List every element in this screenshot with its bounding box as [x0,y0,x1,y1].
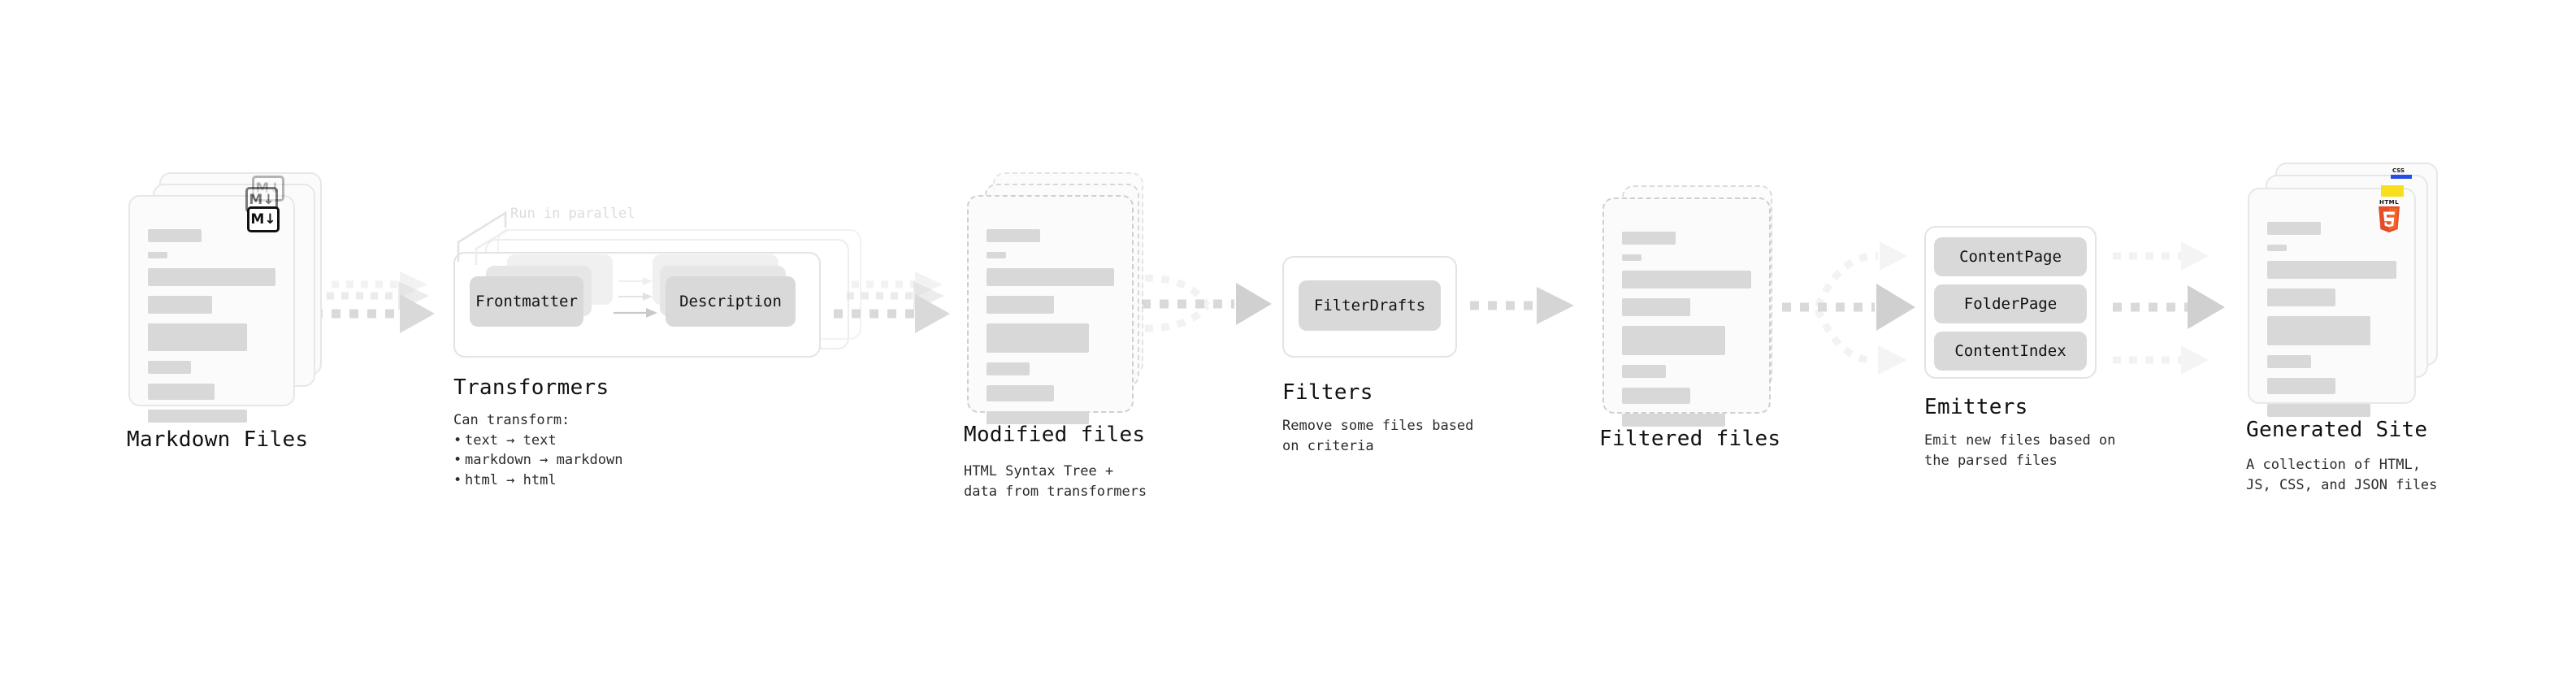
stage-title-transformers: Transformers [453,375,609,400]
html5-icon: HTML [2377,199,2401,232]
skeleton-bars [2267,222,2396,427]
markdown-icon: M↓ [247,206,280,232]
skeleton-bar [1622,414,1726,427]
transformer-chip-description[interactable]: Description [666,276,796,327]
arrow-filtered-to-emitters [1782,241,1915,375]
skeleton-bar [987,323,1089,353]
skeleton-bar [1622,271,1751,288]
stage-subtitle-emitters: Emit new files based on the parsed files [1924,432,2116,469]
modified-file-card-front [967,195,1134,424]
skeleton-bar [987,411,1089,424]
skeleton-bar [2267,288,2336,306]
skeleton-bar [987,252,1006,258]
js-icon [2381,185,2404,197]
emitter-chip-contentindex[interactable]: ContentIndex [1934,332,2087,371]
skeleton-bar [987,229,1040,242]
html5-icon-label: HTML [2379,199,2400,206]
filtered-file-card-front [1602,197,1771,427]
arrow-markdown-to-transformers [314,271,435,333]
emitter-chip-folderpage[interactable]: FolderPage [1934,284,2087,323]
skeleton-bar [2267,222,2321,235]
stage-title-generated-site: Generated Site [2246,418,2428,442]
skeleton-bars [1622,232,1751,436]
filter-chip-filterdrafts[interactable]: FilterDrafts [1299,280,1441,331]
skeleton-bar [148,323,248,351]
skeleton-bar [1622,232,1676,245]
stage-subtitle-filters: Remove some files based on criteria [1282,418,1474,454]
skeleton-bar [1622,298,1691,316]
stage-title-modified-files: Modified files [964,423,1146,447]
stage-subtitle-generated-site: A collection of HTML, JS, CSS, and JSON … [2246,457,2438,493]
skeleton-bar [2267,404,2371,417]
stage-subtitle-modified-files: HTML Syntax Tree + data from transformer… [964,463,1147,500]
arrow-filters-to-filtered [1470,287,1574,324]
emitter-chip-contentpage[interactable]: ContentPage [1934,237,2087,276]
skeleton-bar [2267,261,2396,279]
stage-subtitle-transformers: Can transform: text → text markdown → ma… [453,410,697,491]
skeleton-bar [987,385,1055,401]
skeleton-bar [148,361,192,374]
skeleton-bar [148,296,212,314]
skeleton-bar [148,252,167,258]
stage-title-filters: Filters [1282,380,1373,405]
skeleton-bar [2267,245,2287,251]
skeleton-bar [1622,388,1691,404]
arrow-emitters-to-site [2113,241,2225,375]
stage-title-filtered-files: Filtered files [1599,427,1781,451]
stage-title-emitters: Emitters [1924,395,2028,419]
transform-bullet: text → text [453,431,697,451]
transform-bullet: markdown → markdown [453,450,697,471]
skeleton-bar [987,362,1030,375]
skeleton-bar [1622,326,1726,355]
run-in-parallel-label: Run in parallel [510,206,635,222]
css-icon [2391,175,2412,179]
transform-bullet: html → html [453,471,697,491]
skeleton-bars [987,229,1114,434]
transformer-chip-frontmatter[interactable]: Frontmatter [470,276,583,327]
stage-title-markdown-files: Markdown Files [127,427,309,452]
skeleton-bar [148,268,275,286]
arrow-modified-to-filters [1142,274,1272,332]
skeleton-bar [987,268,1114,286]
skeleton-bar [1622,254,1641,261]
transform-intro: Can transform: [453,412,570,428]
skeleton-bar [987,296,1055,314]
skeleton-bars [148,229,275,432]
skeleton-bar [148,384,215,400]
skeleton-bar [2267,355,2312,368]
skeleton-bar [148,229,202,242]
css-icon-label: CSS [2392,167,2405,174]
skeleton-bar [1622,365,1667,378]
markdown-file-card-front [128,195,295,423]
skeleton-bar [2267,316,2371,345]
skeleton-bar [2267,378,2336,394]
skeleton-bar [148,410,248,423]
